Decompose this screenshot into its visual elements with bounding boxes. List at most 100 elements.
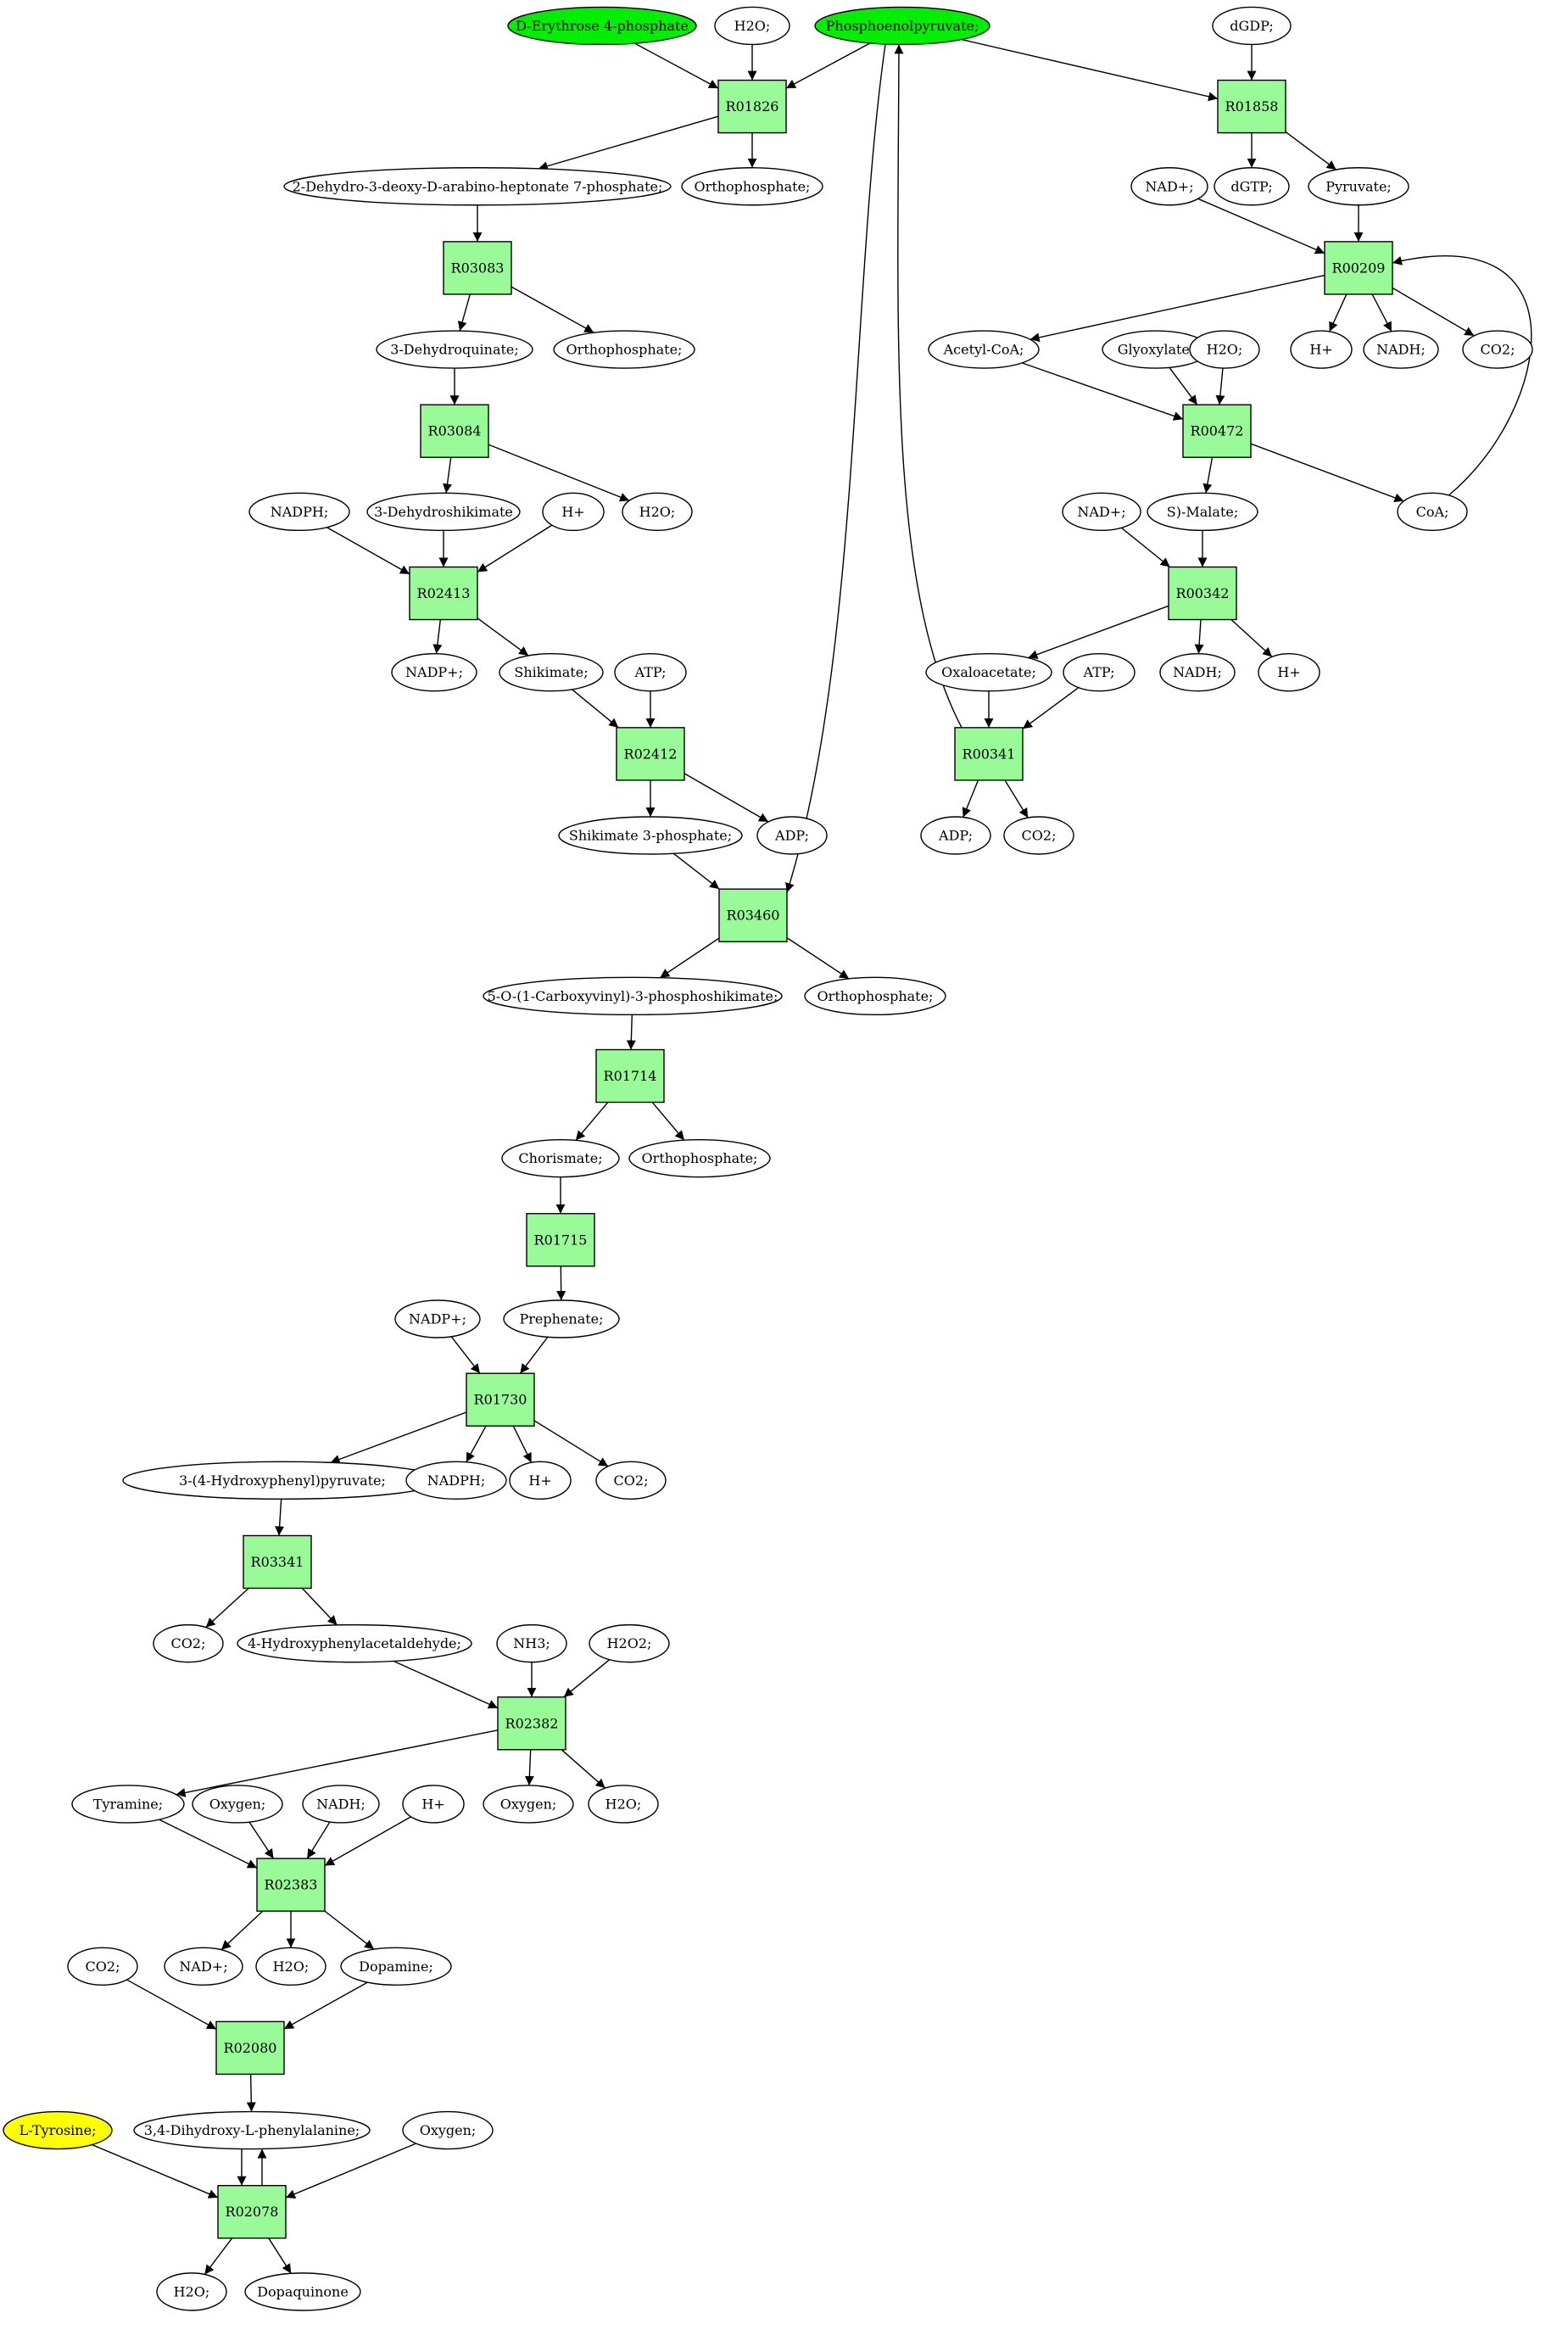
compound-node: Dopaquinone <box>244 2272 361 2311</box>
compound-node: NADH; <box>1159 653 1236 692</box>
reaction-label: R02078 <box>226 2204 279 2220</box>
edge-arrow <box>659 937 720 979</box>
edge-arrow <box>634 42 719 89</box>
compound-node: D-Erythrose 4-phosphate <box>507 6 697 46</box>
reaction-node: R00209 <box>1324 241 1393 295</box>
compound-node: ATP; <box>614 653 687 692</box>
compound-node: Oxaloacetate; <box>925 653 1052 692</box>
compound-ellipse <box>1258 653 1320 692</box>
compound-node: 2-Dehydro-3-deoxy-D-arabino-heptonate 7-… <box>283 167 672 206</box>
compound-label: ADP; <box>774 827 809 843</box>
edge-arrow <box>204 2238 233 2275</box>
compound-label: NADPH; <box>427 1472 486 1489</box>
compound-ellipse <box>681 167 823 206</box>
compound-ellipse <box>1212 6 1292 46</box>
reaction-box <box>616 727 685 781</box>
edge-arrow <box>92 2143 219 2199</box>
reaction-node: R02080 <box>215 2020 285 2076</box>
compound-label: 3-(4-Hydroxyphenyl)pyruvate; <box>179 1472 386 1489</box>
reaction-node: R02412 <box>616 727 685 781</box>
compound-label: Chorismate; <box>518 1150 602 1166</box>
compound-node: NADPH; <box>405 1461 507 1500</box>
reaction-box <box>1217 79 1286 134</box>
compound-ellipse <box>588 1785 659 1824</box>
compound-label: Oxygen; <box>500 1796 557 1812</box>
reaction-box <box>443 241 512 295</box>
edge-arrow <box>786 937 850 980</box>
compound-label: Acetyl-CoA; <box>943 342 1024 358</box>
compound-node: Acetyl-CoA; <box>928 330 1040 369</box>
edge-arrow <box>1329 293 1348 332</box>
edge-arrow <box>283 1981 368 2030</box>
compound-label: CO2; <box>86 1958 120 1975</box>
compound-node: NAD+; <box>164 1947 243 1986</box>
compound-label: dGDP; <box>1230 18 1273 34</box>
compound-ellipse <box>394 1299 481 1338</box>
reaction-label: R01714 <box>604 1068 657 1084</box>
compound-label: 3-Dehydroquinate; <box>390 342 519 358</box>
compound-ellipse <box>589 1623 670 1663</box>
edge-arrow <box>572 689 619 729</box>
reaction-node: R01715 <box>526 1213 595 1267</box>
compound-ellipse <box>153 1623 224 1663</box>
compound-ellipse <box>628 1138 771 1178</box>
reaction-node: R01730 <box>466 1372 535 1427</box>
edge-arrow <box>285 2143 416 2199</box>
compound-node: 5-O-(1-Carboxyvinyl)-3-phosphoshikimate; <box>483 976 783 1016</box>
compound-label: 4-Hydroxyphenylacetaldehyde; <box>248 1635 461 1651</box>
reaction-label: R02412 <box>624 746 678 762</box>
edge-arrow <box>306 1821 331 1859</box>
compound-label: Dopaquinone <box>257 2283 349 2299</box>
compound-node: Pyruvate; <box>1308 167 1409 206</box>
compound-label: NADPH; <box>271 504 329 520</box>
edge-arrow <box>1028 605 1169 659</box>
compound-label: Orthophosphate; <box>642 1150 758 1166</box>
compound-node: H2O; <box>156 2272 227 2311</box>
reaction-label: R03083 <box>451 260 505 276</box>
compound-label: D-Erythrose 4-phosphate <box>516 18 689 34</box>
compound-ellipse <box>1147 492 1258 532</box>
compound-node: L-Tyrosine; <box>3 2110 113 2150</box>
compound-ellipse <box>1063 653 1136 692</box>
reaction-box <box>497 1696 566 1751</box>
edge-arrow <box>126 1979 217 2030</box>
compound-ellipse <box>402 2110 494 2150</box>
compound-label: Tyramine; <box>93 1796 163 1812</box>
compound-label: H2O2; <box>607 1635 652 1651</box>
compound-ellipse <box>814 6 990 46</box>
compound-label: dGTP; <box>1230 178 1272 194</box>
compound-ellipse <box>496 1623 567 1663</box>
edge-arrow <box>785 42 871 89</box>
compound-node: 4-Hydroxyphenylacetaldehyde; <box>237 1623 472 1663</box>
compound-node: H2O2; <box>589 1623 670 1663</box>
edge-arrow <box>432 619 443 654</box>
compound-ellipse <box>1290 330 1353 369</box>
reaction-box <box>954 727 1024 781</box>
compound-ellipse <box>1308 167 1409 206</box>
reaction-label: R03084 <box>428 423 482 439</box>
edge-arrow <box>248 1821 275 1859</box>
compound-ellipse <box>920 816 991 855</box>
compound-node: Tyramine; <box>71 1785 185 1824</box>
compound-ellipse <box>192 1785 283 1824</box>
compound-ellipse <box>804 976 946 1016</box>
compound-ellipse <box>1130 167 1208 206</box>
compound-node: Shikimate; <box>499 653 604 692</box>
reaction-label: R03341 <box>251 1554 304 1570</box>
compound-label: Shikimate 3-phosphate; <box>569 827 732 843</box>
edge-arrow <box>1250 443 1404 503</box>
compound-ellipse <box>925 653 1052 692</box>
compound-node: CO2; <box>595 1461 667 1500</box>
compound-ellipse <box>3 2110 113 2150</box>
compound-ellipse <box>714 6 790 46</box>
compound-ellipse <box>483 1785 574 1824</box>
compound-label: H+ <box>421 1796 444 1812</box>
compound-ellipse <box>244 2272 361 2311</box>
compound-node: H+ <box>1258 653 1320 692</box>
compound-label: Phosphoenolpyruvate; <box>826 18 979 34</box>
compound-node: H+ <box>402 1785 465 1824</box>
compound-label: NAD+; <box>1145 178 1193 194</box>
reaction-node: R00472 <box>1182 404 1252 458</box>
compound-ellipse <box>366 492 521 532</box>
edge-arrow <box>1004 779 1029 819</box>
